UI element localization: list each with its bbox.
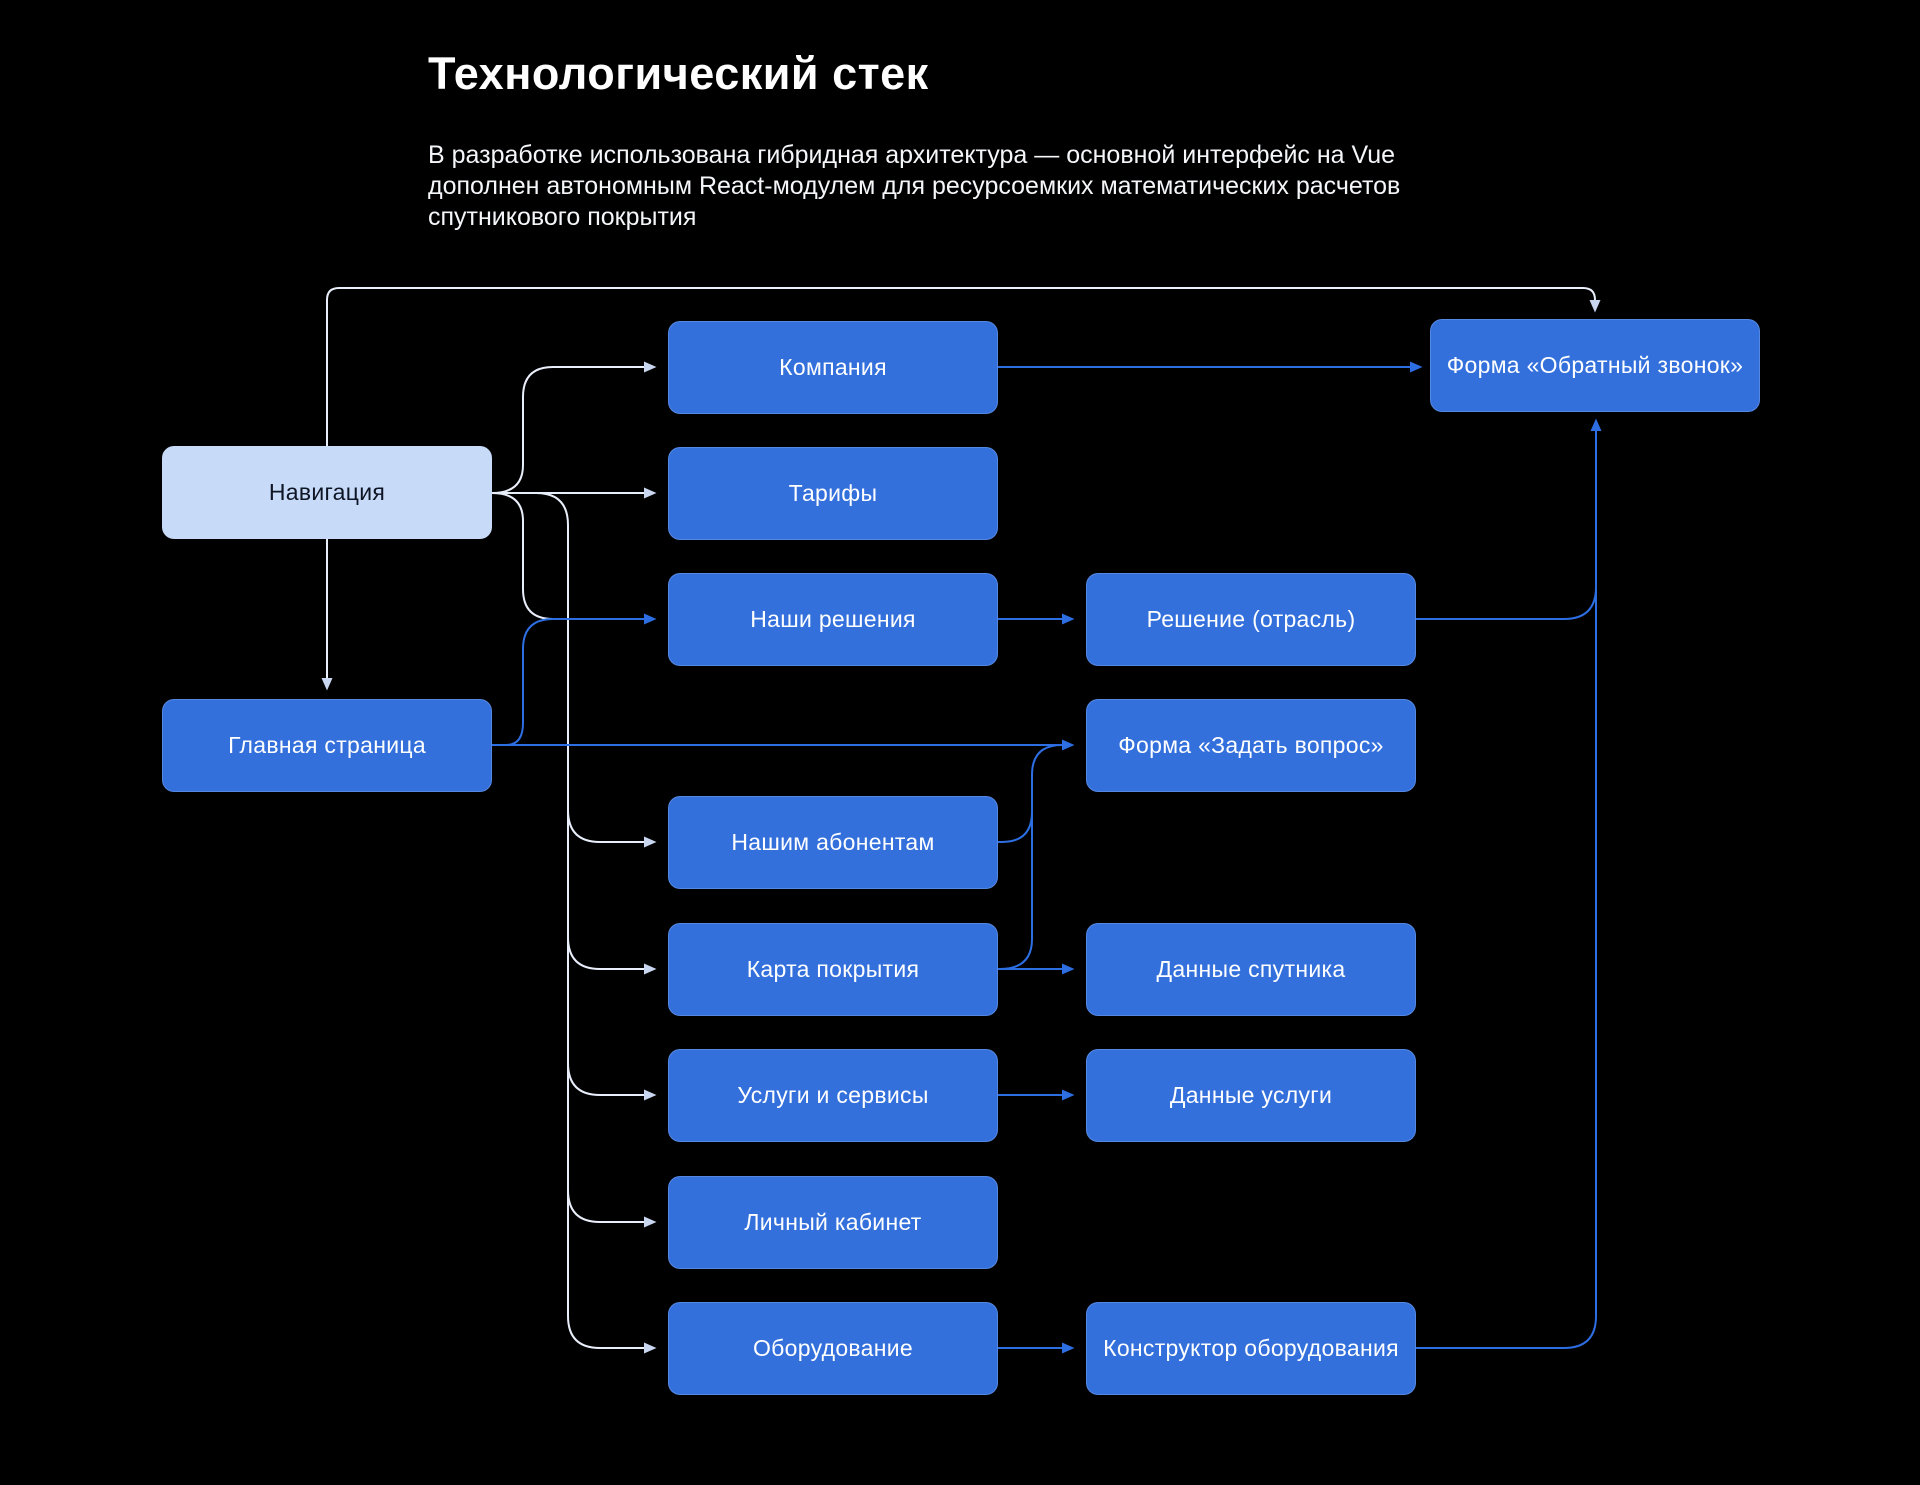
edge-industry-callback bbox=[1414, 575, 1597, 620]
node-satellite: Данные спутника bbox=[1086, 923, 1416, 1016]
node-services: Услуги и сервисы bbox=[668, 1049, 998, 1142]
node-constructor: Конструктор оборудования bbox=[1086, 1302, 1416, 1395]
node-coverage: Карта покрытия bbox=[668, 923, 998, 1016]
node-navigation: Навигация bbox=[162, 446, 492, 539]
edge-coverage-askform bbox=[999, 800, 1033, 970]
node-servicedata: Данные услуги bbox=[1086, 1049, 1416, 1142]
edge-home-solutions bbox=[505, 613, 657, 746]
edge-nav-services bbox=[567, 1062, 657, 1101]
page-title: Технологический стек bbox=[428, 48, 929, 99]
node-equipment: Оборудование bbox=[668, 1302, 998, 1395]
page-description: В разработке использована гибридная архи… bbox=[428, 141, 1401, 231]
node-home: Главная страница bbox=[162, 699, 492, 792]
node-callback: Форма «Обратный звонок» bbox=[1430, 319, 1760, 412]
edge-nav-trunk-equipment bbox=[535, 492, 657, 1354]
node-account: Личный кабинет bbox=[668, 1176, 998, 1269]
edge-constructor-callback bbox=[1414, 418, 1602, 1349]
edge-nav-subscribers bbox=[567, 809, 657, 848]
node-company: Компания bbox=[668, 321, 998, 414]
edge-nav-coverage bbox=[567, 936, 657, 975]
edge-nav-callback bbox=[326, 287, 1601, 446]
edge-subscribers-askform bbox=[998, 744, 1066, 843]
node-industry: Решение (отрасль) bbox=[1086, 573, 1416, 666]
node-tariffs: Тарифы bbox=[668, 447, 998, 540]
node-askform: Форма «Задать вопрос» bbox=[1086, 699, 1416, 792]
node-solutions: Наши решения bbox=[668, 573, 998, 666]
edge-nav-account bbox=[567, 1189, 657, 1228]
edge-nav-solutions bbox=[491, 492, 558, 620]
edge-nav-company bbox=[491, 361, 657, 494]
node-subscribers: Нашим абонентам bbox=[668, 796, 998, 889]
